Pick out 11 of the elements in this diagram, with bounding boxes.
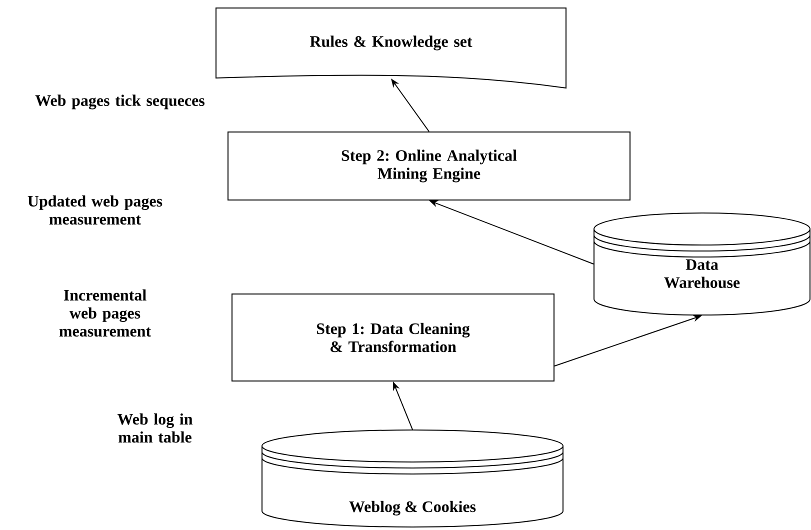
process-box: Step 2: Online Analytical Mining Engine xyxy=(228,132,630,200)
node-label: Weblog & Cookies xyxy=(349,500,476,516)
annotation-text: Incremental web pages measurement xyxy=(59,289,151,337)
database-cylinder: Weblog & Cookies xyxy=(262,430,564,528)
process-box: Step 1: Data Cleaning & Transformation xyxy=(232,294,554,382)
annotation-text: Updated web pages measurement xyxy=(28,195,162,225)
annotation-text: Web pages tick sequeces xyxy=(35,94,204,110)
database-cylinder: Data Warehouse xyxy=(594,212,810,316)
document-box: Rules & Knowledge set xyxy=(216,8,566,88)
annotation-text: Web log in main table xyxy=(117,413,193,443)
node-label: Data Warehouse xyxy=(664,259,740,288)
